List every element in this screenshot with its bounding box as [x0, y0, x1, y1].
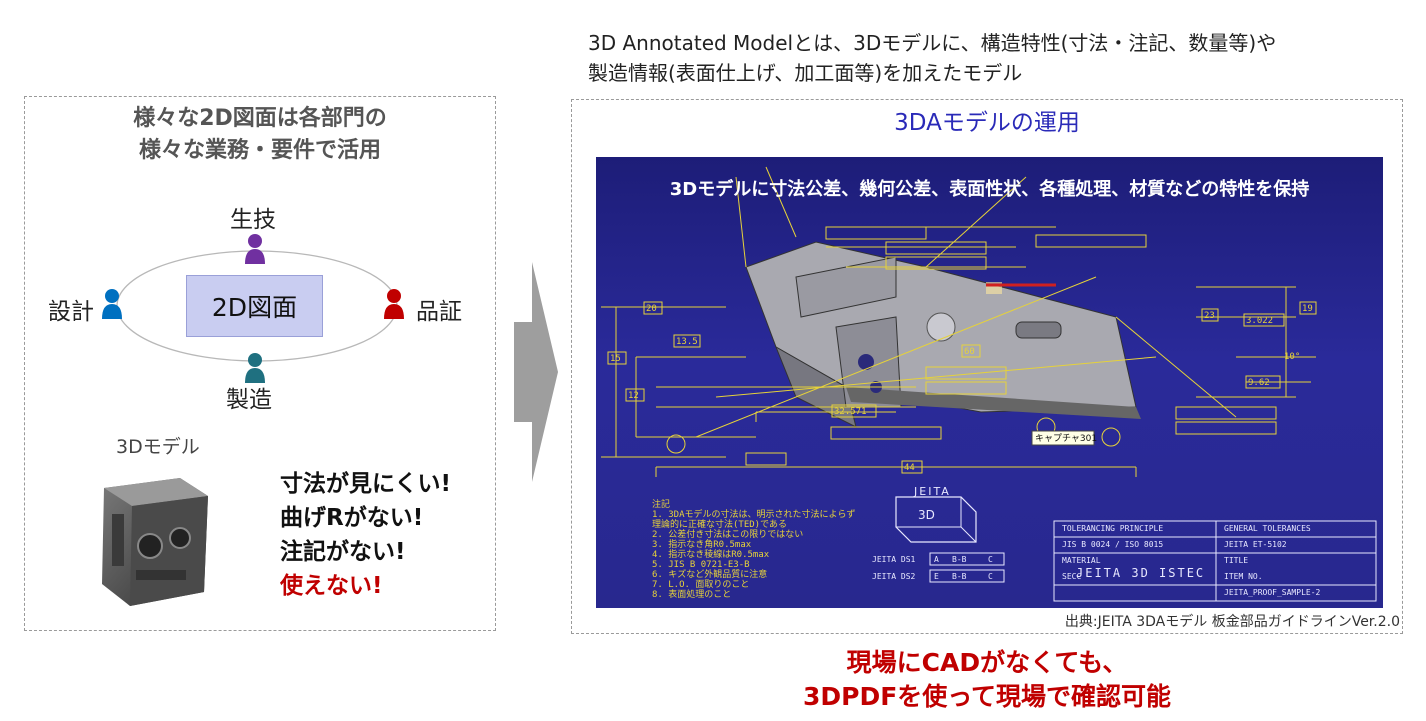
svg-text:C: C [988, 555, 993, 564]
svg-text:TOLERANCING PRINCIPLE: TOLERANCING PRINCIPLE [1062, 524, 1163, 533]
svg-text:7. L.O. 面取りのこと: 7. L.O. 面取りのこと [652, 579, 749, 590]
conclusion-line2: 3DPDFを使って現場で確認可能 [802, 682, 1172, 711]
svg-text:1. 3DAモデルの寸法は、明示された寸法によらず: 1. 3DAモデルの寸法は、明示された寸法によらず [652, 508, 855, 520]
intro-line2: 製造情報(表面仕上げ、加工面等)を加えたモデル [588, 61, 1023, 85]
svg-text:理論的に正確な寸法(TED)である: 理論的に正確な寸法(TED)である [652, 518, 787, 530]
svg-text:3. 指示なき角R0.5max: 3. 指示なき角R0.5max [652, 538, 752, 550]
svg-text:JEITA 3D ISTEC: JEITA 3D ISTEC [1076, 566, 1205, 580]
cad-dim-label: 12 [628, 391, 639, 401]
role-label-seigi: 生技 [230, 207, 276, 233]
svg-text:MATERIAL: MATERIAL [1062, 556, 1101, 565]
svg-text:B-B: B-B [952, 572, 967, 581]
cad-dim-label: 44 [904, 463, 915, 473]
issue-item: 注記がない! [280, 539, 406, 565]
drawing-2d-document: 2D図面 [186, 275, 323, 337]
model-caption: 3Dモデル [116, 436, 200, 458]
svg-text:JEITA DS2: JEITA DS2 [872, 572, 916, 581]
person-icon-bottom [245, 353, 265, 383]
cad-dim-label: 13.5 [676, 337, 698, 347]
right-panel [571, 99, 1403, 634]
person-icon-right [384, 289, 404, 319]
svg-text:B-B: B-B [952, 555, 967, 564]
right-title: 3DAモデルの運用 [894, 110, 1080, 136]
svg-text:SECC: SECC [1062, 572, 1081, 581]
source-citation: 出典:JEITA 3DAモデル 板金部品ガイドラインVer.2.0 [1064, 614, 1400, 630]
issue-emphasis: 使えない! [280, 573, 383, 599]
cad-dim-label: 10° [1284, 352, 1300, 362]
role-label-hinsho: 品証 [416, 299, 462, 325]
role-label-seizo: 製造 [226, 387, 272, 413]
intro-line1: 3D Annotated Modelとは、3Dモデルに、構造特性(寸法・注記、数… [588, 31, 1277, 55]
role-label-sekkei: 設計 [48, 299, 94, 325]
left-title-line1: 様々な2D図面は各部門の [133, 106, 387, 131]
title-block: TOLERANCING PRINCIPLE JIS B 0024 / ISO 8… [1053, 520, 1377, 602]
svg-text:ITEM NO.: ITEM NO. [1224, 572, 1263, 581]
person-icon-top [245, 234, 265, 264]
svg-text:注記: 注記 [652, 498, 670, 510]
svg-text:2. 公差付き寸法はこの限りではない: 2. 公差付き寸法はこの限りではない [652, 528, 803, 540]
feature-control-frames [666, 226, 1277, 466]
svg-text:GENERAL TOLERANCES: GENERAL TOLERANCES [1224, 524, 1311, 533]
cad-notes: 注記 1. 3DAモデルの寸法は、明示された寸法によらず 理論的に正確な寸法(T… [652, 498, 855, 600]
jeita-3d-logo: JEITA 3D [895, 485, 977, 543]
cad-dim-label: 9.62 [1248, 378, 1270, 388]
issue-item: 寸法が見にくい! [280, 471, 452, 497]
cad-tooltip [1031, 430, 1095, 446]
cad-dim-label: 32.571 [834, 407, 867, 417]
cad-drawing: 20 15 13.5 12 32.571 44 3.022 19 10° 9.6… [601, 166, 1377, 602]
issues-list: 寸法が見にくい! 曲げRがない! 注記がない! 使えない! [280, 467, 451, 603]
left-panel: 様々な2D図面は各部門の 様々な業務・要件で活用 [24, 96, 496, 631]
svg-text:E: E [934, 572, 939, 581]
conclusion-text: 現場にCADがなくても、 3DPDFを使って現場で確認可能 [571, 646, 1403, 714]
cad-dim-label: 3.022 [1246, 316, 1273, 326]
dsi-boxes: JEITA DS1 JEITA DS2 A B-B C E B-B C [872, 552, 1005, 583]
person-icon-left [102, 289, 122, 319]
cad-banner: 3Dモデルに寸法公差、幾何公差、表面性状、各種処理、材質などの特性を保持 [669, 179, 1310, 200]
cad-screenshot: 20 15 13.5 12 32.571 44 3.022 19 10° 9.6… [596, 157, 1383, 608]
cad-dim-label: 15 [610, 354, 621, 364]
issue-item: 曲げRがない! [280, 505, 424, 531]
svg-text:6. キズなど外観品質に注意: 6. キズなど外観品質に注意 [652, 568, 767, 580]
cad-dim-label: 60 [964, 347, 975, 357]
cad-dim-label: 19 [1302, 304, 1313, 314]
left-title-line2: 様々な業務・要件で活用 [138, 138, 381, 163]
cad-dim-label: 23 [1204, 311, 1215, 321]
svg-text:JEITA DS1: JEITA DS1 [872, 555, 916, 564]
svg-text:5. JIS B 0721-E3-B: 5. JIS B 0721-E3-B [652, 560, 750, 570]
jeita-logo-text: JEITA [913, 485, 951, 498]
svg-text:C: C [988, 572, 993, 581]
svg-text:8. 表面処理のこと: 8. 表面処理のこと [652, 588, 731, 600]
svg-text:A: A [934, 555, 939, 564]
right-arrow-icon [514, 262, 558, 482]
svg-text:JEITA_PROOF_SAMPLE-2: JEITA_PROOF_SAMPLE-2 [1224, 588, 1321, 597]
3d-part-image [102, 478, 208, 606]
jeita-logo-3d: 3D [918, 508, 935, 522]
intro-text: 3D Annotated Modelとは、3Dモデルに、構造特性(寸法・注記、数… [588, 28, 1276, 88]
svg-text:TITLE: TITLE [1224, 556, 1248, 565]
drawing-2d-label: 2D図面 [211, 293, 298, 322]
svg-text:JIS B 0024 / ISO 8015: JIS B 0024 / ISO 8015 [1062, 540, 1163, 549]
conclusion-line1: 現場にCADがなくても、 [846, 648, 1128, 677]
svg-text:JEITA ET-5102: JEITA ET-5102 [1224, 540, 1287, 549]
cad-dim-label: 20 [646, 304, 657, 314]
svg-text:4. 指示なき稜線はR0.5max: 4. 指示なき稜線はR0.5max [652, 548, 770, 560]
cad-tooltip-text: キャプチャ301 [1035, 433, 1097, 444]
